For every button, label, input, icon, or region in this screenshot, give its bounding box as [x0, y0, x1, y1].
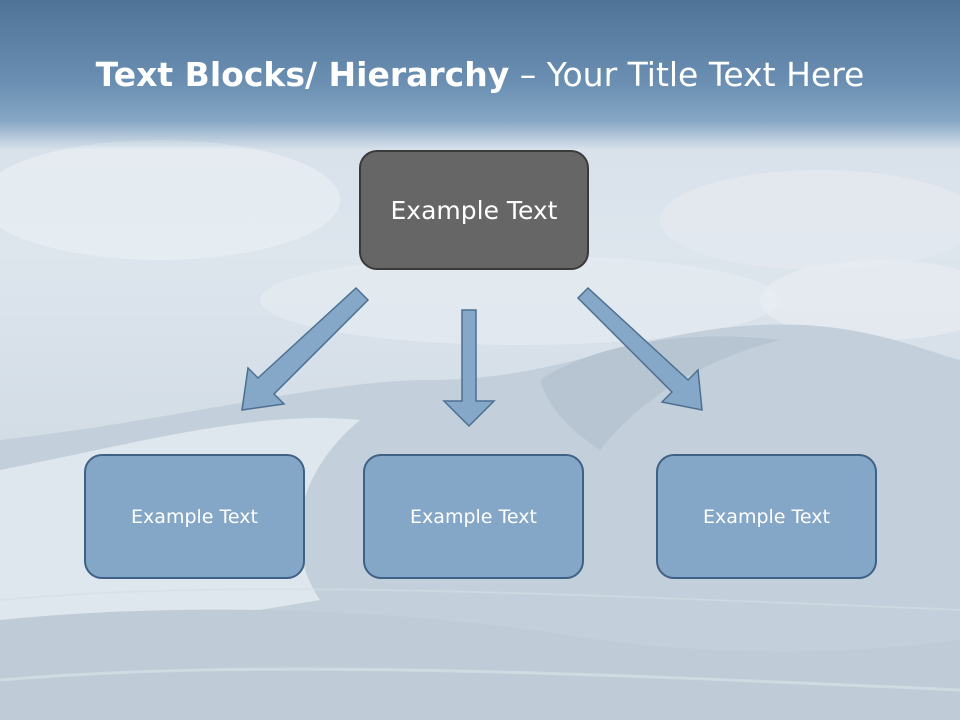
title-band — [0, 0, 960, 150]
title-bold-text: Text Blocks/ Hierarchy — [95, 55, 510, 94]
child-text-block-3-label: Example Text — [703, 505, 830, 528]
child-text-block-3[interactable]: Example Text — [656, 454, 877, 579]
title-dash: – — [509, 55, 547, 94]
child-text-block-1[interactable]: Example Text — [84, 454, 305, 579]
top-text-block-label: Example Text — [390, 195, 558, 225]
child-text-block-2-label: Example Text — [410, 505, 537, 528]
child-text-block-1-label: Example Text — [131, 505, 258, 528]
slide-title: Text Blocks/ Hierarchy – Your Title Text… — [0, 52, 960, 98]
top-text-block[interactable]: Example Text — [359, 150, 589, 270]
child-text-block-2[interactable]: Example Text — [363, 454, 584, 579]
title-rest-text: Your Title Text Here — [546, 55, 865, 94]
